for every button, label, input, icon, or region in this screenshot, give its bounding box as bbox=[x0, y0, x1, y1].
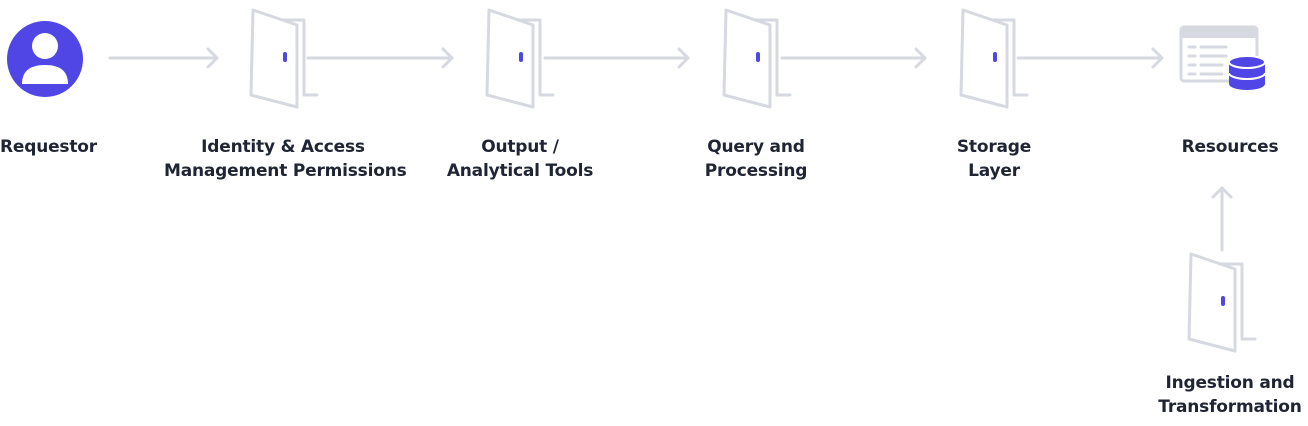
arrow-requestor-to-iam bbox=[108, 47, 219, 69]
label-line: Processing bbox=[704, 161, 808, 181]
label-line: Storage bbox=[956, 137, 1032, 157]
label-line: Identity & Access bbox=[201, 137, 365, 157]
arrow-query-to-storage bbox=[780, 47, 927, 69]
door-icon bbox=[722, 8, 792, 109]
arrow-output-to-query bbox=[543, 47, 690, 69]
label-line: Transformation bbox=[1158, 397, 1302, 417]
door-icon bbox=[485, 8, 555, 109]
user-avatar-icon bbox=[7, 21, 83, 97]
table-database-icon bbox=[1179, 25, 1266, 90]
node-label-requestor: Requestor bbox=[0, 135, 97, 159]
node-label-resources: Resources bbox=[1170, 135, 1290, 159]
node-label-query: Query and Processing bbox=[686, 135, 826, 183]
node-label-iam: Identity & Access Management Permissions bbox=[164, 135, 407, 183]
node-label-storage: Storage Layer bbox=[934, 135, 1054, 183]
label-line: Output / bbox=[481, 137, 559, 157]
node-label-output: Output / Analytical Tools bbox=[440, 135, 600, 183]
label-line: Resources bbox=[1181, 137, 1279, 157]
label-line: Analytical Tools bbox=[446, 161, 594, 181]
label-line: Ingestion and bbox=[1165, 373, 1295, 393]
arrow-iam-to-output bbox=[306, 47, 454, 69]
door-icon bbox=[1187, 252, 1257, 353]
label-line: Layer bbox=[968, 161, 1020, 181]
node-label-ingestion: Ingestion and Transformation bbox=[1154, 371, 1306, 419]
arrow-storage-to-resources bbox=[1016, 47, 1164, 69]
label-line: Management Permissions bbox=[164, 161, 407, 181]
label-line: Query and bbox=[707, 137, 805, 157]
label-line: Requestor bbox=[0, 137, 97, 157]
arrow-ingestion-to-resources bbox=[1211, 186, 1233, 252]
